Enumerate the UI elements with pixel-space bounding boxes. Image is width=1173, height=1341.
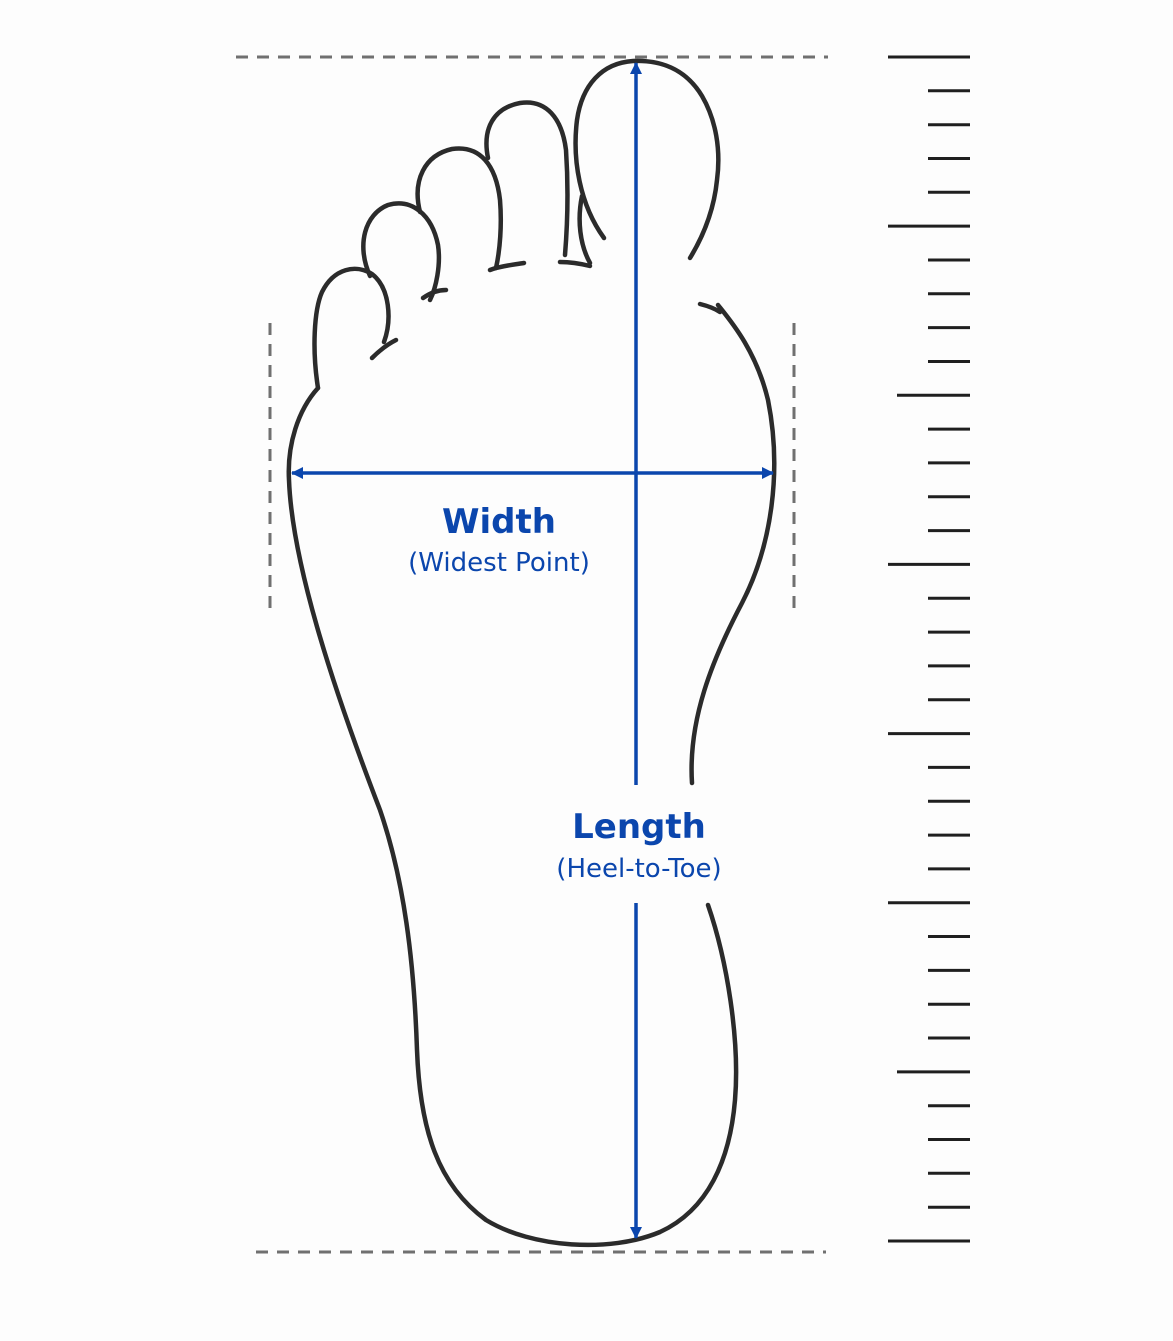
foot-sole-outline [286,385,739,1248]
toe-crease-3 [420,287,449,301]
big-toe-base-curl [577,193,593,266]
length-label-title: Length [572,807,706,847]
third-toe-outline [415,146,504,271]
foot-arch-outline [689,302,777,786]
foot-outline-icon [286,58,777,1248]
toe-crease-1 [557,259,593,269]
width-label-title: Width [442,502,556,542]
toe-crease-4 [369,337,399,361]
length-label-subtitle: (Heel-to-Toe) [556,854,721,884]
fifth-toe-outline [312,266,391,391]
measurement-labels: Width (Widest Point) Length (Heel-to-Toe… [408,502,722,884]
second-toe-outline [484,100,570,258]
fourth-toe-outline [361,201,442,303]
toe-crease-2 [487,260,527,273]
ball-of-foot-crease [697,301,723,315]
big-toe-outline [573,58,721,261]
guide-lines [236,55,828,1254]
width-label-subtitle: (Widest Point) [408,548,590,578]
measurement-arrows [291,62,774,1239]
ruler-icon [888,55,970,1243]
